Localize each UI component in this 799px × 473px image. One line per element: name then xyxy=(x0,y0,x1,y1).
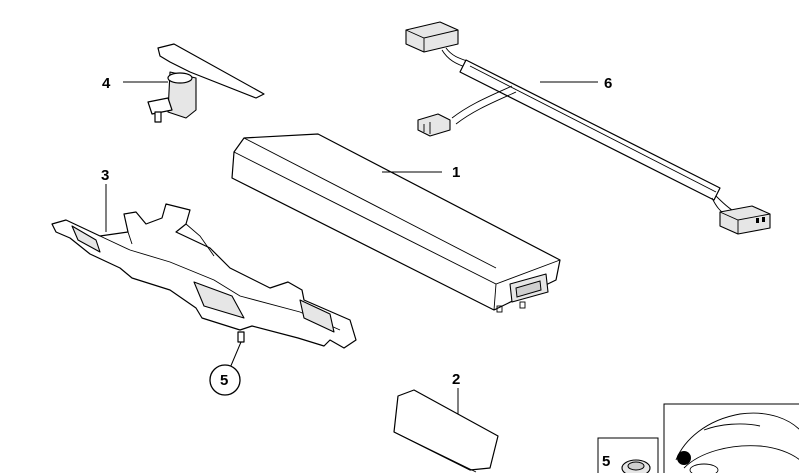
callout-3: 3 xyxy=(101,167,109,184)
part-3-holder xyxy=(51,203,357,369)
callout-6: 6 xyxy=(604,75,612,92)
location-marker-dot xyxy=(677,451,691,465)
vehicle-locator-inset xyxy=(663,403,799,473)
callout-5-circle xyxy=(209,364,241,396)
part-2-pad xyxy=(393,389,499,473)
part-4-bracket xyxy=(147,43,265,123)
cable-top-connector xyxy=(405,21,459,53)
callout-2: 2 xyxy=(452,371,460,388)
part-6-cable-harness xyxy=(405,21,771,235)
cable-bottom-connector xyxy=(719,205,771,235)
leader-lines xyxy=(105,81,598,414)
callout-1: 1 xyxy=(452,164,460,181)
callout-5-inset: 5 xyxy=(602,453,610,470)
callout-4: 4 xyxy=(102,75,111,92)
unit-connector-port xyxy=(509,273,549,303)
inset-part-5-grommet xyxy=(597,437,659,473)
part-1-control-unit xyxy=(231,133,561,313)
cable-small-connector xyxy=(417,113,451,137)
callout-5-circled: 5 xyxy=(220,372,228,389)
